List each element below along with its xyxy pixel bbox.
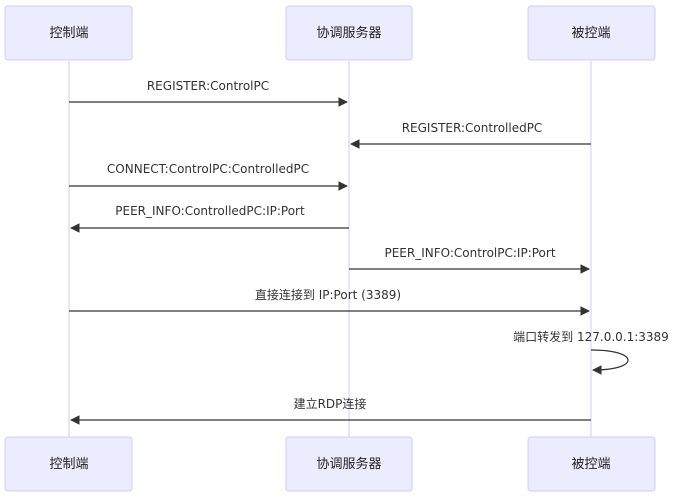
message-peer-info-to-client: PEER_INFO:ControlledPC:IP:Port xyxy=(70,204,349,233)
message-label: CONNECT:ControlPC:ControlledPC xyxy=(107,162,309,176)
message-direct-connect: 直接连接到 IP:Port (3389) xyxy=(69,287,590,316)
message-label: REGISTER:ControlledPC xyxy=(402,121,543,135)
message-label: 端口转发到 127.0.0.1:3389 xyxy=(513,329,669,344)
participant-server-label: 协调服务器 xyxy=(316,25,381,41)
message-peer-info-to-controlled: PEER_INFO:ControlPC:IP:Port xyxy=(349,246,590,274)
participant-client-top: 控制端 xyxy=(4,5,133,61)
participant-controlled-top: 被控端 xyxy=(527,5,656,61)
participant-server-bottom: 协调服务器 xyxy=(285,436,413,492)
message-label: 直接连接到 IP:Port (3389) xyxy=(255,287,401,302)
participant-server-label: 协调服务器 xyxy=(316,456,381,472)
participant-controlled-bottom: 被控端 xyxy=(527,436,656,492)
participant-client-label: 控制端 xyxy=(49,26,88,41)
message-connect: CONNECT:ControlPC:ControlledPC xyxy=(69,162,348,191)
participant-client-label: 控制端 xyxy=(49,457,88,472)
participant-controlled-label: 被控端 xyxy=(571,26,610,41)
message-label: 建立RDP连接 xyxy=(294,396,367,411)
participant-client-bottom: 控制端 xyxy=(4,436,133,492)
participant-server-top: 协调服务器 xyxy=(285,5,413,61)
message-register-controlled: REGISTER:ControlledPC xyxy=(350,121,591,149)
message-label: REGISTER:ControlPC xyxy=(147,79,269,93)
message-port-forward-self: 端口转发到 127.0.0.1:3389 xyxy=(513,329,669,375)
participant-controlled-label: 被控端 xyxy=(571,457,610,472)
message-label: PEER_INFO:ControlPC:IP:Port xyxy=(384,246,555,260)
message-rdp-connect: 建立RDP连接 xyxy=(70,396,591,425)
message-label: PEER_INFO:ControlledPC:IP:Port xyxy=(115,204,305,218)
message-register-control: REGISTER:ControlPC xyxy=(69,79,348,107)
